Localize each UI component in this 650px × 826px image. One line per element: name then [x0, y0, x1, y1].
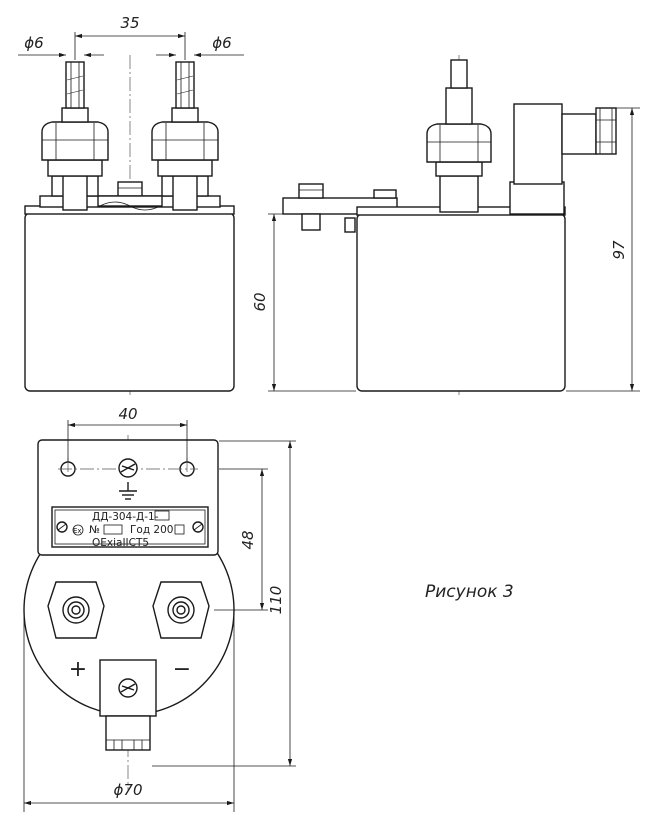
- bottom-connector: [99, 659, 157, 751]
- nameplate-year: Год 200: [130, 524, 173, 536]
- side-connector: [509, 103, 617, 215]
- front-right-cable-gland: [151, 61, 219, 211]
- front-body: [24, 212, 235, 392]
- dim-110-label: 110: [267, 586, 285, 615]
- ex-mark-icon: [72, 524, 84, 536]
- front-left-cable-gland: [41, 61, 109, 211]
- dim-cable-right-label: ϕ6: [212, 34, 231, 52]
- plus-sign: +: [69, 657, 87, 682]
- nameplate-number-label: №: [89, 524, 100, 536]
- side-body: [356, 213, 566, 392]
- dim-60: 60: [251, 213, 356, 392]
- dim-97: 97: [566, 107, 640, 392]
- svg-text:Ex: Ex: [73, 527, 82, 535]
- dim-35-label: 35: [120, 14, 139, 32]
- dim-cable-left-label: ϕ6: [24, 34, 43, 52]
- side-view: 60 97: [251, 55, 640, 395]
- dim-cable-right: ϕ6: [156, 34, 244, 58]
- dim-40-label: 40: [118, 405, 137, 423]
- dim-diameter: ϕ70: [23, 610, 235, 812]
- dim-48: 48: [214, 468, 268, 611]
- minus-sign: −: [173, 657, 191, 682]
- dim-48-label: 48: [239, 530, 257, 549]
- front-view: 35 ϕ6 ϕ6: [18, 14, 244, 395]
- terminal-hex-left: [47, 581, 105, 639]
- side-cable-gland: [426, 59, 492, 213]
- dim-110: 110: [152, 440, 296, 767]
- figure-caption: Рисунок 3: [425, 582, 514, 602]
- top-view: ДД-304-Д-1- Ex № Год 200 OExiaIICT5 + −: [23, 405, 296, 812]
- ground-symbol-icon: [119, 482, 137, 500]
- dim-cable-left: ϕ6: [18, 34, 104, 58]
- ground-screw: [118, 458, 138, 478]
- side-ground-screw: [298, 183, 324, 199]
- nameplate-ex-marking: OExiaIICT5: [92, 537, 149, 549]
- dim-60-label: 60: [251, 292, 269, 311]
- dim-97-label: 97: [610, 240, 628, 260]
- front-ground-screw: [97, 181, 163, 211]
- dim-diameter-label: ϕ70: [114, 781, 143, 799]
- nameplate: ДД-304-Д-1- Ex № Год 200 OExiaIICT5: [51, 506, 209, 549]
- terminal-hex-right: [152, 581, 210, 639]
- dim-40: 40: [67, 405, 188, 462]
- nameplate-model: ДД-304-Д-1-: [92, 511, 159, 523]
- dim-35: 35: [74, 14, 186, 60]
